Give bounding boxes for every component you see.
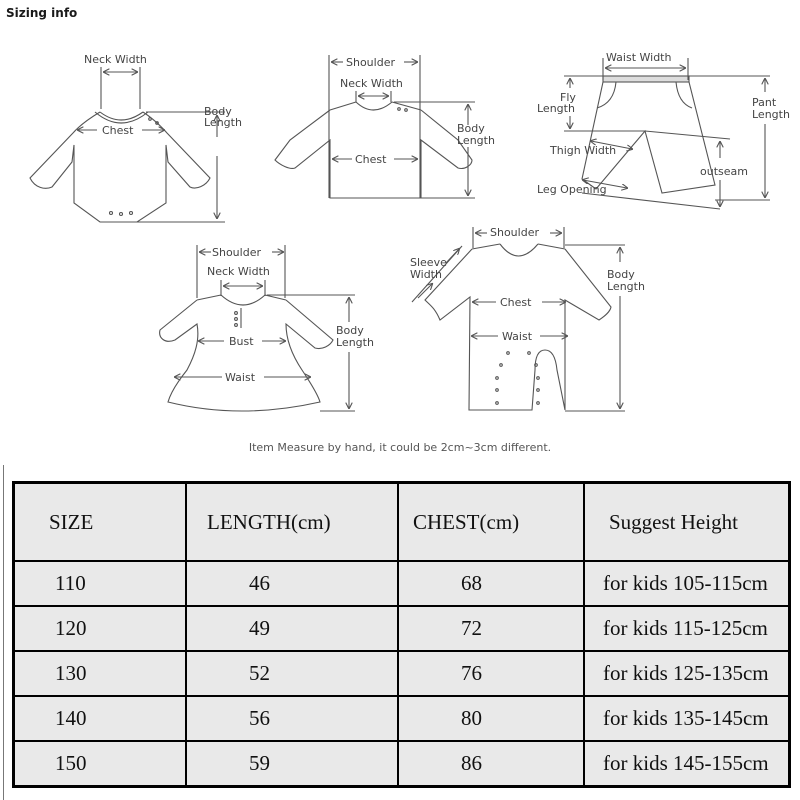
cell-chest: 76 [397, 650, 585, 697]
romper-chest-label: Chest [500, 296, 532, 309]
dress-body-length-label-2: Length [336, 336, 374, 349]
table-row: 130 52 76 for kids 125-135cm [12, 650, 791, 697]
cell-length: 59 [185, 740, 399, 788]
cell-size: 120 [12, 605, 187, 652]
romper-body-length-label-2: Length [607, 280, 645, 293]
cell-length: 56 [185, 695, 399, 742]
cell-chest: 86 [397, 740, 585, 788]
top-chest-label: Chest [355, 153, 387, 166]
dress-bust-label: Bust [229, 335, 254, 348]
bodysuit-body-length-label: Body [204, 105, 232, 118]
table-row: 140 56 80 for kids 135-145cm [12, 695, 791, 742]
romper-waist-label: Waist [502, 330, 533, 343]
header-length: LENGTH(cm) [185, 481, 399, 562]
romper-sleeve-width-label-2: Width [410, 268, 442, 281]
header-suggest-height: Suggest Height [583, 481, 791, 562]
dress-body-length-label: Body [336, 324, 364, 337]
cell-size: 140 [12, 695, 187, 742]
dress-waist-label: Waist [225, 371, 256, 384]
header-size: SIZE [12, 481, 187, 562]
top-neck-width-label: Neck Width [340, 77, 403, 90]
pants-fly-length-label-2: Length [537, 102, 575, 115]
cell-chest: 72 [397, 605, 585, 652]
cell-chest: 68 [397, 560, 585, 607]
pants-outseam-label: outseam [700, 165, 748, 178]
size-table: SIZE LENGTH(cm) CHEST(cm) Suggest Height… [12, 481, 791, 788]
bodysuit-body-length-label-2: Length [204, 116, 242, 129]
left-divider [3, 465, 4, 800]
cell-suggest-height: for kids 135-145cm [583, 695, 791, 742]
table-row: 150 59 86 for kids 145-155cm [12, 740, 791, 788]
header-chest: CHEST(cm) [397, 481, 585, 562]
cell-chest: 80 [397, 695, 585, 742]
pants-thigh-width-label: Thigh Width [549, 144, 616, 157]
table-row: 110 46 68 for kids 105-115cm [12, 560, 791, 607]
cell-size: 150 [12, 740, 187, 788]
romper-sleeve-width-label: Sleeve [410, 256, 447, 269]
romper-shoulder-label: Shoulder [490, 226, 539, 239]
pants-waist-width-label: Waist Width [606, 51, 671, 64]
pants-leg-opening-label: Leg Opening [537, 183, 607, 196]
cell-length: 49 [185, 605, 399, 652]
table-header-row: SIZE LENGTH(cm) CHEST(cm) Suggest Height [12, 481, 791, 562]
pants-pant-length-label-2: Length [752, 108, 790, 121]
romper-body-length-label: Body [607, 268, 635, 281]
measurement-diagrams: Neck Width Chest Body Length Shoulder Ne… [0, 30, 800, 430]
cell-suggest-height: for kids 115-125cm [583, 605, 791, 652]
cell-suggest-height: for kids 105-115cm [583, 560, 791, 607]
pants-diagram [564, 58, 770, 210]
dress-neck-width-label: Neck Width [207, 265, 270, 278]
bodysuit-neck-width-label: Neck Width [84, 53, 147, 66]
measurement-note: Item Measure by hand, it could be 2cm~3c… [248, 441, 552, 454]
pants-fly-length-label: Fly [560, 91, 576, 104]
cell-size: 130 [12, 650, 187, 697]
top-shoulder-label: Shoulder [346, 56, 395, 69]
top-body-length-label-2: Length [457, 134, 495, 147]
top-diagram [274, 55, 475, 199]
dress-diagram [159, 245, 355, 412]
dress-shoulder-label: Shoulder [212, 246, 261, 259]
top-body-length-label: Body [457, 122, 485, 135]
page-title: Sizing info [6, 6, 78, 20]
cell-length: 46 [185, 560, 399, 607]
cell-suggest-height: for kids 125-135cm [583, 650, 791, 697]
cell-size: 110 [12, 560, 187, 607]
bodysuit-diagram [29, 67, 225, 223]
cell-length: 52 [185, 650, 399, 697]
table-row: 120 49 72 for kids 115-125cm [12, 605, 791, 652]
bodysuit-chest-label: Chest [102, 124, 134, 137]
cell-suggest-height: for kids 145-155cm [583, 740, 791, 788]
pants-pant-length-label: Pant [752, 96, 777, 109]
romper-diagram [411, 227, 625, 412]
